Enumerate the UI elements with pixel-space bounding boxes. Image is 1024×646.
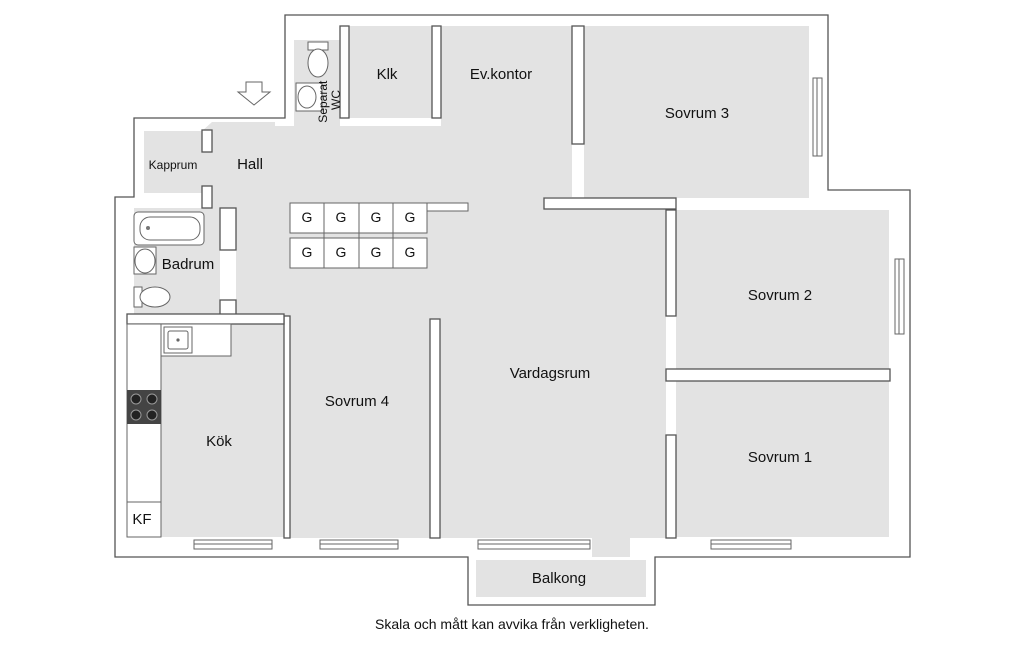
room-label-klk: Klk xyxy=(377,66,398,83)
wardrobe-label: G xyxy=(405,209,416,225)
wall-stub xyxy=(283,315,291,539)
room-klk xyxy=(349,26,432,118)
wardrobe-label: G xyxy=(405,244,416,260)
room-label-separat: Separat xyxy=(316,80,330,123)
kitchen-sink-icon xyxy=(163,326,193,354)
room-ev-kontor xyxy=(441,26,572,144)
room-label-separat-wc: Separat WC xyxy=(316,77,343,122)
room-sovrum-3 xyxy=(584,26,809,198)
wardrobe-label: G xyxy=(336,209,347,225)
stove-icon xyxy=(127,390,161,424)
room-label-ev-kontor: Ev.kontor xyxy=(470,66,532,83)
wardrobe-block: G G G G G G G G xyxy=(289,202,469,269)
wardrobe-label: G xyxy=(302,209,313,225)
sink-icon xyxy=(295,82,323,112)
sink-icon xyxy=(133,246,157,275)
wall-stub xyxy=(571,25,585,145)
wall-stub xyxy=(429,318,441,539)
wardrobe-label: G xyxy=(371,244,382,260)
entrance-arrow-icon xyxy=(236,81,272,106)
wardrobe-label: G xyxy=(336,244,347,260)
toilet-icon xyxy=(133,286,171,308)
wall-stub xyxy=(543,197,677,210)
room-label-kok: Kök xyxy=(206,433,232,450)
wall-stub xyxy=(339,25,350,119)
room-label-kapprum: Kapprum xyxy=(149,158,198,172)
room-label-vardagsrum: Vardagsrum xyxy=(510,365,591,382)
wall-stub xyxy=(431,25,442,119)
bathtub-icon xyxy=(133,211,205,246)
room-label-wc: WC xyxy=(329,90,343,110)
toilet-icon xyxy=(307,41,329,78)
room-kapprum xyxy=(144,131,202,193)
room-label-sovrum-2: Sovrum 2 xyxy=(748,287,812,304)
room-sovrum-1 xyxy=(676,381,889,537)
room-label-sovrum-3: Sovrum 3 xyxy=(665,105,729,122)
wall-stub xyxy=(219,207,237,251)
wall-stub xyxy=(126,313,285,325)
wardrobe-label: G xyxy=(371,209,382,225)
wall-stub xyxy=(201,129,213,153)
room-label-badrum: Badrum xyxy=(162,256,215,273)
room-label-balkong: Balkong xyxy=(532,570,586,587)
wardrobe-label: G xyxy=(302,244,313,260)
room-balkong xyxy=(476,560,646,597)
disclaimer-caption: Skala och mått kan avvika från verklighe… xyxy=(375,616,649,632)
wall-stub xyxy=(665,368,891,382)
room-label-kf: KF xyxy=(132,511,151,528)
wall-stub xyxy=(201,185,213,209)
room-sovrum-2 xyxy=(676,210,889,371)
wall-stub xyxy=(665,434,677,539)
wall-stub xyxy=(665,209,677,317)
windows xyxy=(193,77,905,557)
room-label-sovrum-4: Sovrum 4 xyxy=(325,393,389,410)
fridge-freezer xyxy=(126,501,162,538)
room-label-hall: Hall xyxy=(237,156,263,173)
room-label-sovrum-1: Sovrum 1 xyxy=(748,449,812,466)
room-kok xyxy=(161,324,284,537)
